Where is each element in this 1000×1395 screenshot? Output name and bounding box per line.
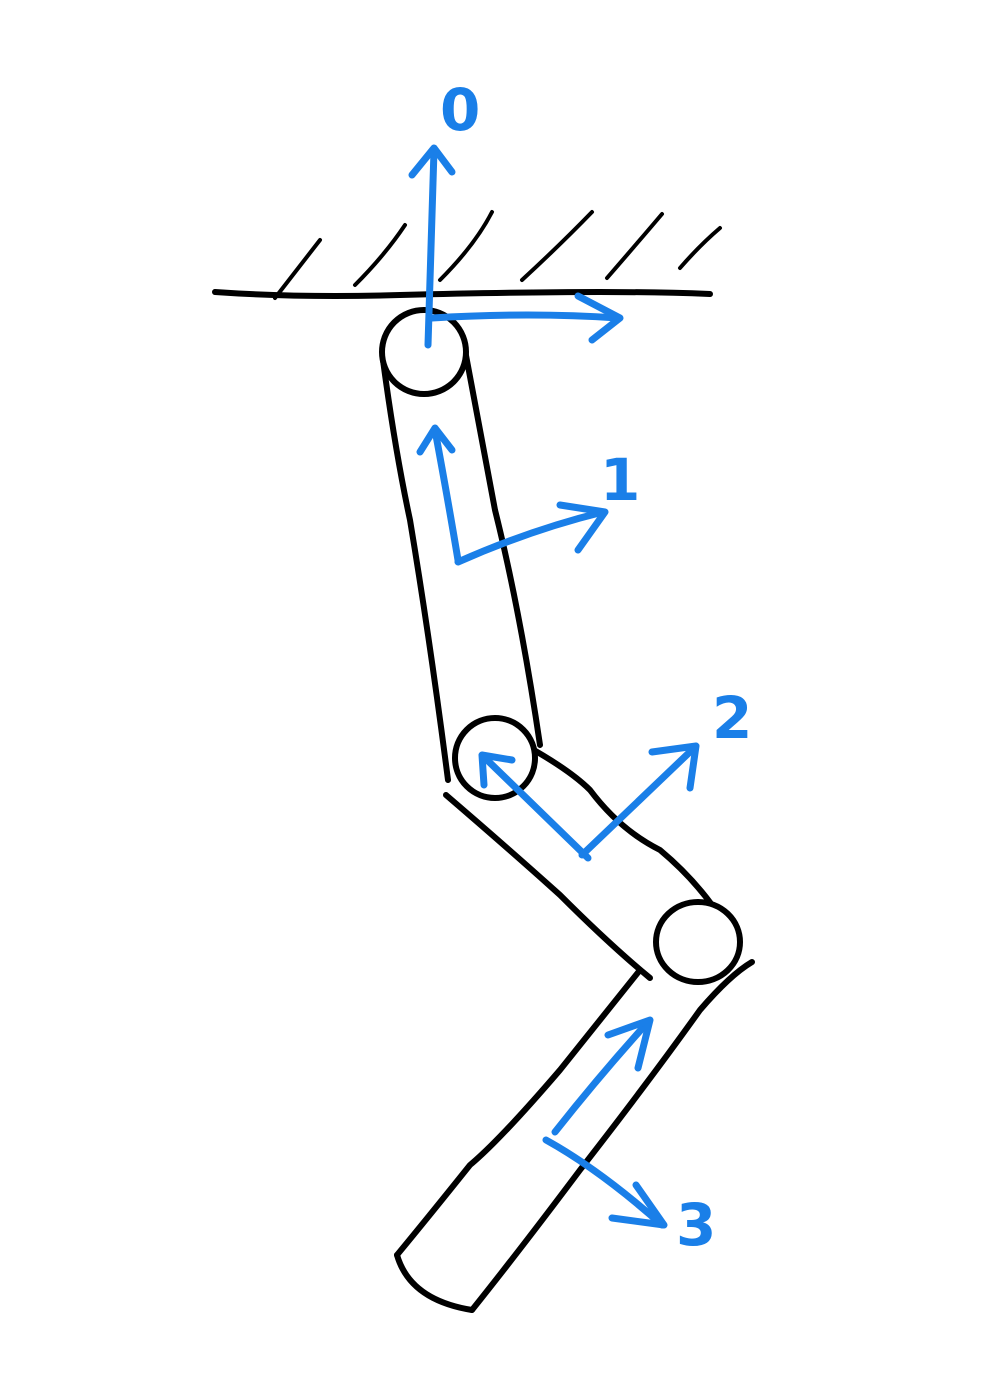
frame-0-x-arrowhead <box>574 292 624 344</box>
frame-2-x-arrowhead <box>648 742 700 792</box>
frame-2: 2 <box>478 684 752 862</box>
frame-1-label: 1 <box>600 446 640 514</box>
ground <box>212 210 722 300</box>
ground-hatching <box>273 210 722 300</box>
frame-0-x-axis <box>428 311 622 322</box>
frame-0-label: 0 <box>440 76 480 144</box>
frame-2-x-axis <box>578 744 698 859</box>
link-1 <box>380 347 543 783</box>
frame-0: 0 <box>408 76 624 349</box>
frame-0-y-arrowhead <box>408 144 456 179</box>
frame-1-x-axis <box>454 508 607 566</box>
frame-2-y-axis <box>480 753 592 862</box>
frame-0-y-axis <box>424 146 438 349</box>
frame-3-x-arrowhead <box>608 1181 668 1229</box>
joint-2 <box>653 899 743 985</box>
frame-3: 3 <box>542 1016 716 1259</box>
frame-2-label: 2 <box>712 684 752 752</box>
frame-1-y-arrowhead <box>416 424 456 456</box>
joints <box>379 307 743 985</box>
frame-3-x-axis <box>542 1136 666 1229</box>
ground-line <box>212 289 713 299</box>
link-3 <box>394 959 755 1313</box>
link-2 <box>443 742 715 981</box>
frame-1-y-axis <box>431 426 462 564</box>
frame-3-y-axis <box>551 1018 652 1136</box>
frame-1-x-arrowhead <box>556 501 609 554</box>
frame-1: 1 <box>416 424 640 566</box>
joint-0 <box>379 307 469 397</box>
frame-2-y-arrowhead <box>478 751 516 789</box>
frame-3-y-arrowhead <box>604 1016 654 1072</box>
coordinate-frames: 0 1 2 3 <box>408 76 752 1259</box>
frame-3-label: 3 <box>676 1191 716 1259</box>
